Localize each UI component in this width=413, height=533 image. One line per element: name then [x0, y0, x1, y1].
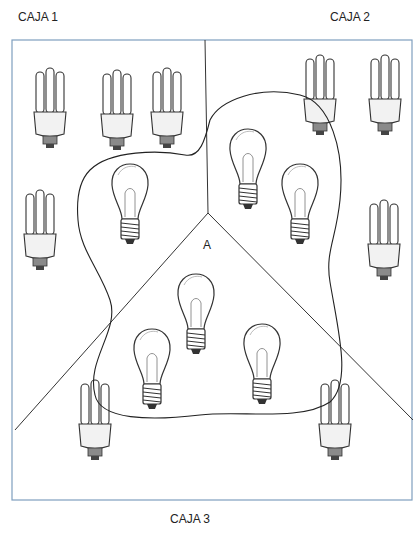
cfl-bulbs: [24, 55, 401, 460]
set-outline: A: [76, 84, 352, 424]
partition-lines: [15, 40, 413, 430]
blob-outline: [78, 92, 342, 418]
box-label: CAJA 1: [18, 10, 58, 24]
frame: [12, 40, 412, 500]
incandescent-bulbs: [112, 129, 318, 409]
set-label: A: [203, 238, 211, 252]
set-outline-shape: [76, 84, 352, 424]
box-label: CAJA 3: [170, 512, 210, 526]
box-label: CAJA 2: [330, 10, 370, 24]
